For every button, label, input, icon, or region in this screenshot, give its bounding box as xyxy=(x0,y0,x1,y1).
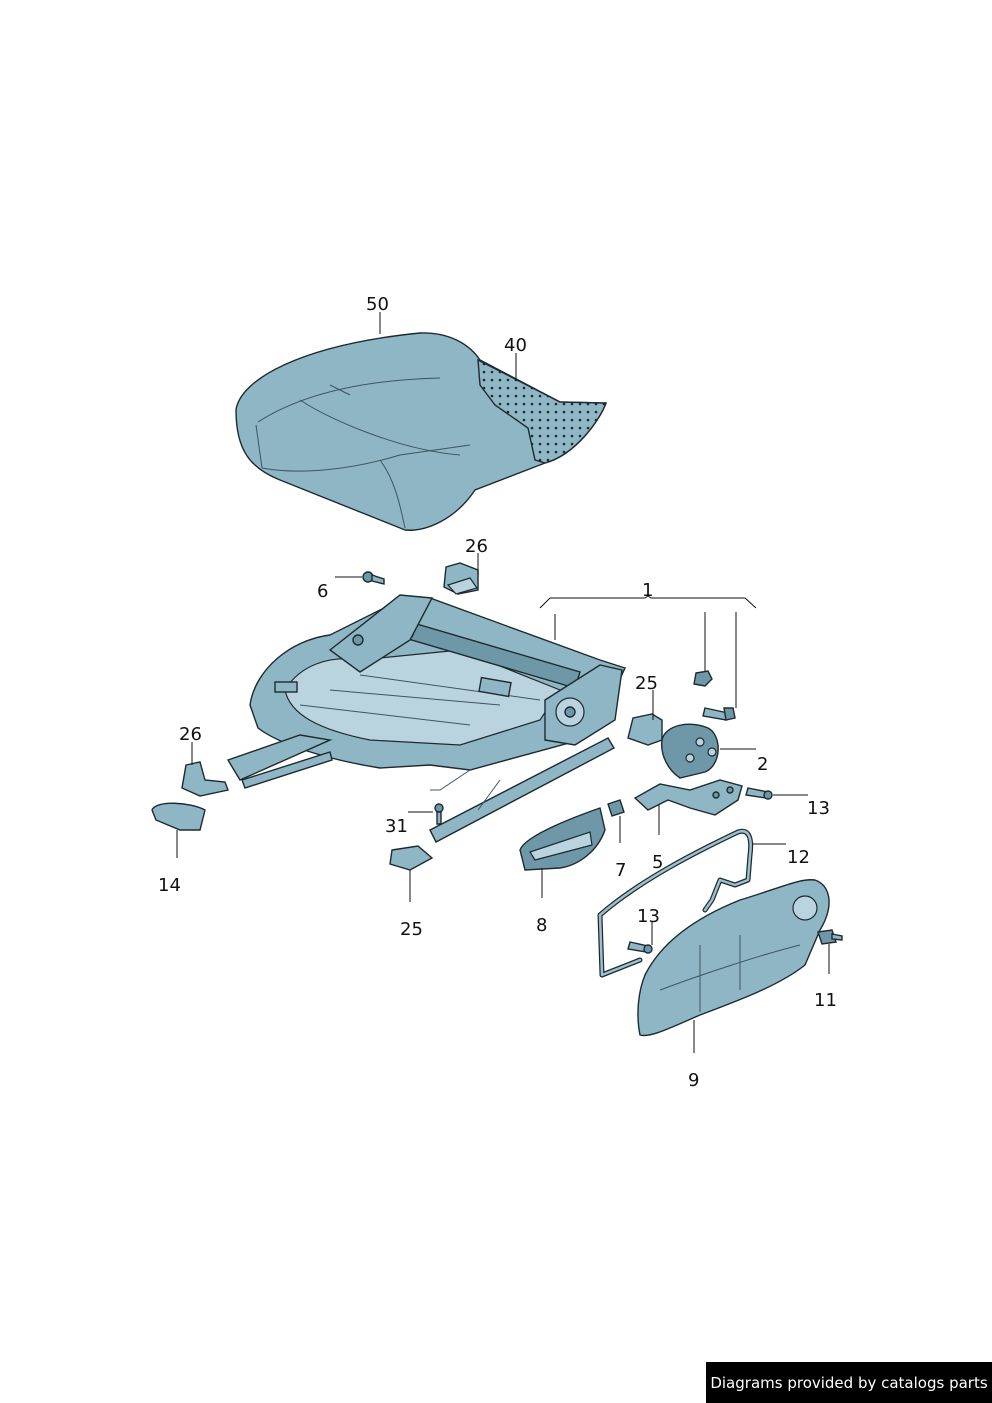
callout-14: 14 xyxy=(158,875,181,896)
clip-26-top xyxy=(443,562,479,595)
callout-13-upper: 13 xyxy=(807,798,830,819)
callout-5: 5 xyxy=(652,852,663,873)
callout-7: 7 xyxy=(615,860,626,881)
callout-50: 50 xyxy=(366,294,389,315)
bracket-25-lower xyxy=(389,845,434,871)
clip-11 xyxy=(817,929,843,945)
bolt-13-lower xyxy=(627,941,653,954)
clip-26-left xyxy=(181,761,229,797)
nut-and-bolt xyxy=(693,670,736,721)
bracket-arm-5 xyxy=(633,779,743,816)
bracket-25-right xyxy=(627,713,663,746)
bolt-13-upper xyxy=(745,787,773,800)
screw-31 xyxy=(434,803,444,825)
callout-8: 8 xyxy=(536,915,547,936)
bolt-6 xyxy=(362,571,385,585)
callout-6: 6 xyxy=(317,581,328,602)
trim-strip-8 xyxy=(519,807,606,871)
callout-2: 2 xyxy=(757,754,768,775)
callout-25-lower: 25 xyxy=(400,919,423,940)
credit-banner: Diagrams provided by catalogs parts xyxy=(706,1362,992,1403)
callout-40: 40 xyxy=(504,335,527,356)
callout-26-left: 26 xyxy=(179,724,202,745)
callout-12: 12 xyxy=(787,847,810,868)
callout-9: 9 xyxy=(688,1070,699,1091)
clip-7 xyxy=(607,799,625,817)
perforated-insert xyxy=(477,358,607,464)
callout-25-right: 25 xyxy=(635,673,658,694)
recliner-hub-2 xyxy=(661,723,719,779)
wire-frame-12 xyxy=(597,828,754,978)
leader-lines xyxy=(176,312,830,1053)
seat-frame xyxy=(226,594,626,843)
callout-labels: 50 40 26 6 1 25 26 2 13 31 7 5 12 14 25 … xyxy=(158,294,837,1091)
callout-13-lower: 13 xyxy=(637,906,660,927)
side-trim-panel-9 xyxy=(637,879,830,1037)
callout-31: 31 xyxy=(385,816,408,837)
callout-11: 11 xyxy=(814,990,837,1011)
callout-26-top: 26 xyxy=(465,536,488,557)
callout-1: 1 xyxy=(642,580,653,601)
cover-cap-14 xyxy=(151,802,206,831)
